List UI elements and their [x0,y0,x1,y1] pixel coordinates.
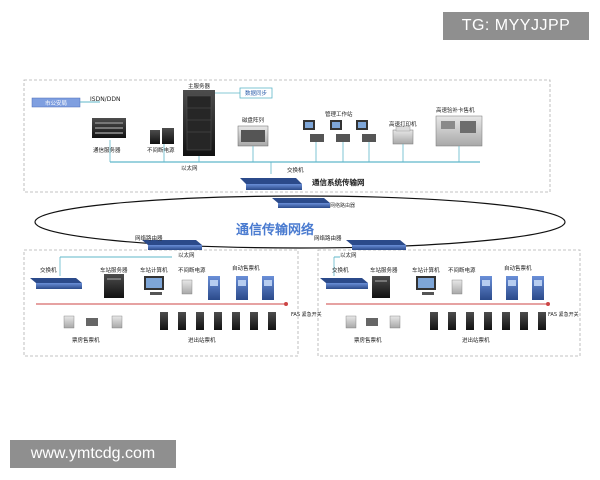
main-server-label: 主服务器 [188,82,211,90]
right-fas-label: FAS 紧急开关 [548,311,579,318]
ups-top-label: 不间断电源 [147,146,175,154]
left-server-label: 车站服务器 [100,266,128,274]
left-station-pc [144,276,164,295]
right-station-box [317,249,581,357]
left-pc-label: 车站计算机 [140,266,168,274]
workstations-label: 管理工作站 [325,110,353,118]
left-ups [181,279,193,295]
left-ticket-label: 自动售票机 [232,264,260,272]
top-switch-label: 交换机 [287,166,304,174]
site-watermark: www.ymtcdg.com [10,440,176,468]
right-lan-label: 以太网 [340,251,357,259]
right-office-label: 票房售票机 [354,336,382,344]
right-switch-label: 交换机 [332,266,349,274]
police-badge-label: 市公安局 [45,99,67,107]
right-router [346,240,406,250]
left-ups-label: 不间断电源 [178,266,206,274]
right-office-machines [345,315,401,329]
left-office-label: 票房售票机 [72,336,100,344]
right-ticket-machines [480,276,544,300]
left-switch [30,278,82,289]
top-switch [240,178,302,190]
sync-link-label: 数据同步 [245,89,268,97]
encoder-label: 高速验补卡售机 [436,106,475,114]
left-gates [160,312,276,330]
left-fas-label: FAS 紧急开关 [291,311,322,318]
right-ups [451,279,463,295]
ups-top [150,128,174,144]
right-router-label: 网络路由器 [314,234,342,242]
right-ups-label: 不间断电源 [448,266,476,274]
storage-array [237,125,269,147]
storage-array-label: 磁盘阵列 [242,116,265,124]
right-ticket-label: 自动售票机 [504,264,532,272]
left-lan-label: 以太网 [178,251,195,259]
printer-label: 高速打印机 [389,120,417,128]
transmission-ellipse [34,195,566,249]
high-speed-printer [392,125,414,145]
isdn-label: ISDN/DDN [90,96,120,103]
right-server-label: 车站服务器 [370,266,398,274]
left-station-server [104,274,124,298]
right-switch [320,278,368,289]
left-ticket-machines [208,276,274,300]
right-gates-label: 进出站票机 [462,336,490,344]
right-gates [430,312,546,330]
left-gates-label: 进出站票机 [188,336,216,344]
main-server [183,90,215,156]
top-router-label: 网络路由器 [330,202,355,209]
comm-server [92,118,126,138]
top-router [272,198,330,208]
tg-watermark: TG: MYYJJPP [443,12,589,40]
management-workstations [303,120,376,142]
right-station-server [372,276,390,298]
right-station-pc [416,276,436,295]
left-switch-label: 交换机 [40,266,57,274]
left-router [142,240,202,250]
network-system-label: 通信系统传输网 [312,177,365,187]
left-office-machines [63,315,123,329]
ticket-encoder-machine [435,115,483,147]
left-router-label: 网络路由器 [135,234,163,242]
top-lan-label: 以太网 [181,164,198,172]
right-pc-label: 车站计算机 [412,266,440,274]
center-section-box [23,79,551,193]
comm-server-label: 通信服务器 [93,146,121,154]
transmission-title: 通信传输网络 [236,222,314,238]
